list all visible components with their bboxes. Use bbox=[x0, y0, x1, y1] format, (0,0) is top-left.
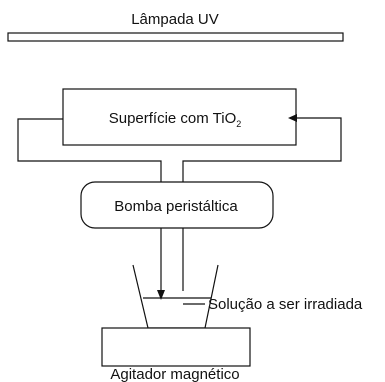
uv-lamp-label: Lâmpada UV bbox=[131, 11, 219, 28]
flow-arrow-down-icon bbox=[157, 290, 165, 300]
beaker bbox=[132, 264, 219, 329]
tube-left-loop bbox=[17, 118, 162, 182]
magnetic-stirrer-box bbox=[101, 327, 251, 367]
peristaltic-pump-box bbox=[80, 181, 274, 229]
tio2-surface-label: Superfície com TiO2 bbox=[109, 110, 242, 129]
peristaltic-pump-label: Bomba peristáltica bbox=[114, 198, 238, 215]
tio2-surface-box bbox=[62, 88, 297, 146]
uv-lamp-bar bbox=[7, 32, 344, 42]
magnetic-stirrer-label: Agitador magnético bbox=[110, 366, 239, 382]
solution-label: Solução a ser irradiada bbox=[208, 296, 363, 313]
flow-arrow-icon bbox=[288, 114, 297, 122]
